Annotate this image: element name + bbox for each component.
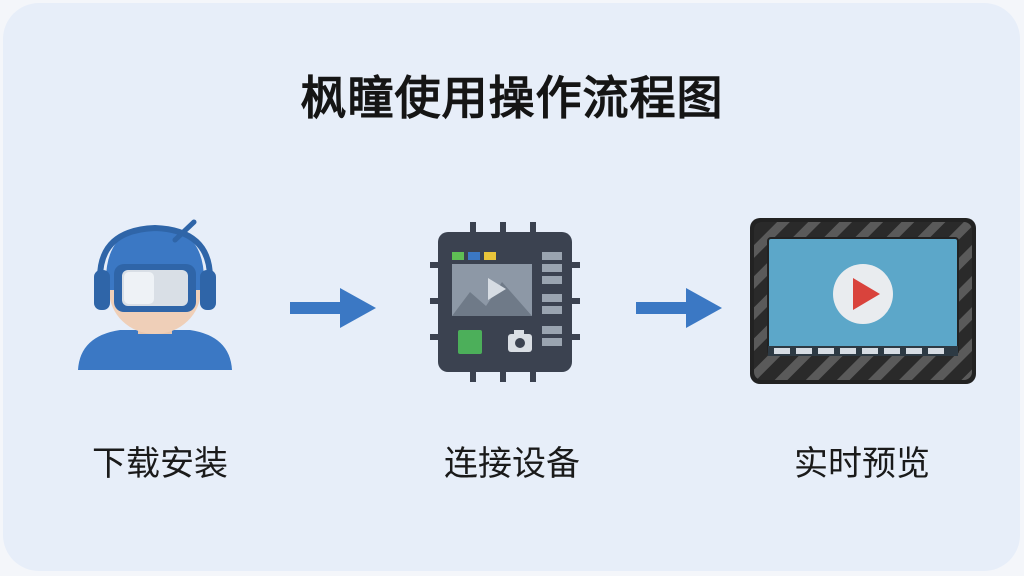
step-label-download: 下载安装: [92, 444, 228, 484]
step-label-connect: 连接设备: [444, 444, 580, 484]
diagram-title: 枫瞳使用操作流程图: [300, 71, 724, 125]
user-headset-icon: [78, 219, 232, 370]
device-chip-icon: [430, 222, 580, 382]
step-label-preview: 实时预览: [794, 444, 930, 484]
video-screen-icon: [750, 218, 976, 384]
arrow-right-icon: [636, 288, 722, 328]
arrow-right-icon: [290, 288, 376, 328]
